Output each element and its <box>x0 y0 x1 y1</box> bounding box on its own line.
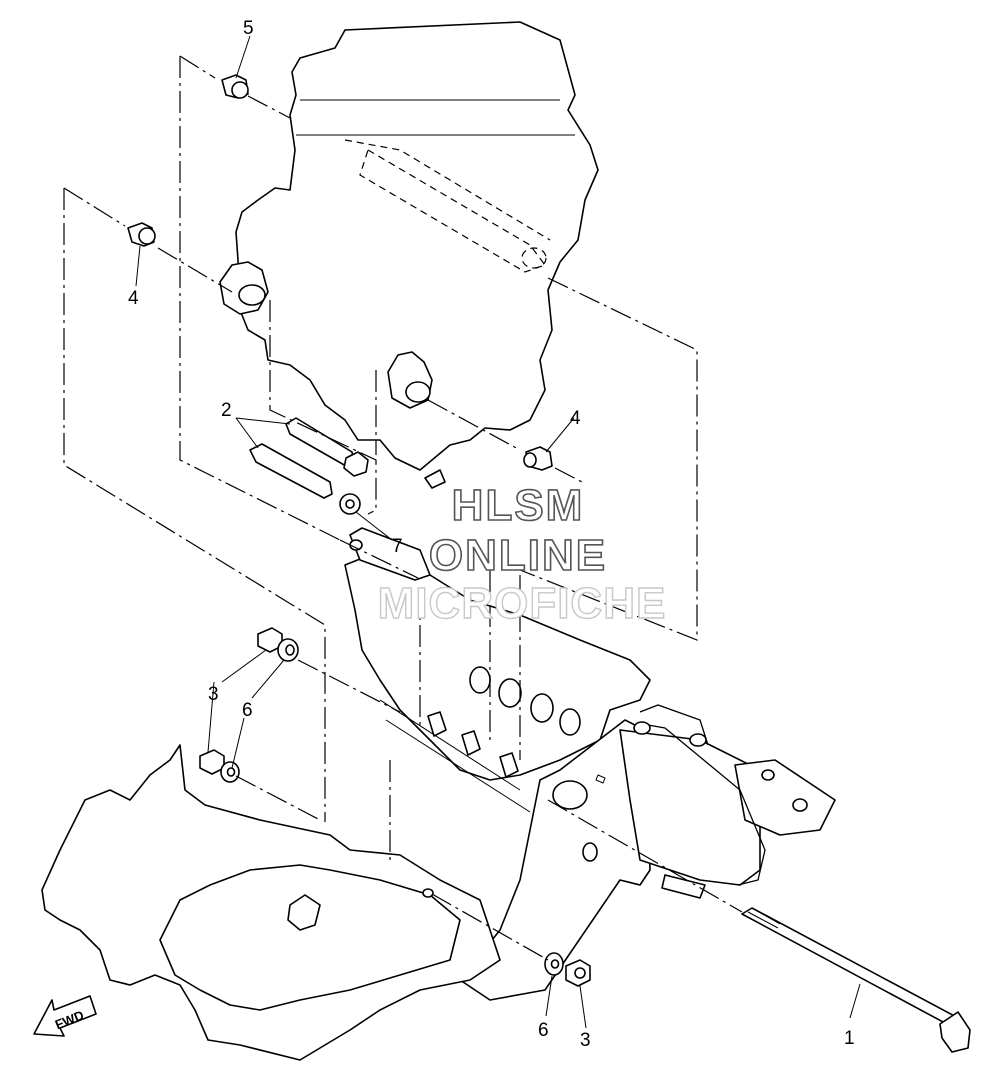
callout-5: 5 <box>243 18 254 39</box>
watermark-line1: HLSM <box>452 481 585 530</box>
callout-6-upper: 6 <box>242 700 253 721</box>
watermark: HLSM ONLINE MICROFICHE <box>377 480 667 629</box>
callout-4-left: 4 <box>128 288 139 309</box>
callout-labels: 5 4 2 4 7 3 6 6 3 1 <box>128 18 855 1051</box>
callout-6-lower: 6 <box>538 1020 549 1041</box>
leader-lines <box>135 35 861 1029</box>
mount-bracket <box>41 527 836 1061</box>
callout-3-upper: 3 <box>208 684 219 705</box>
fwd-arrow-icon: FWD <box>33 995 97 1037</box>
watermark-line3: MICROFICHE <box>378 579 667 628</box>
callout-1: 1 <box>844 1028 855 1049</box>
callout-3-lower: 3 <box>580 1030 591 1051</box>
callout-7: 7 <box>392 536 403 557</box>
watermark-line2: ONLINE <box>429 531 607 580</box>
fasteners <box>127 74 971 1053</box>
callout-2: 2 <box>221 400 232 421</box>
callout-4-right: 4 <box>570 408 581 429</box>
reference-lines <box>63 55 743 961</box>
engine-block <box>219 21 599 489</box>
